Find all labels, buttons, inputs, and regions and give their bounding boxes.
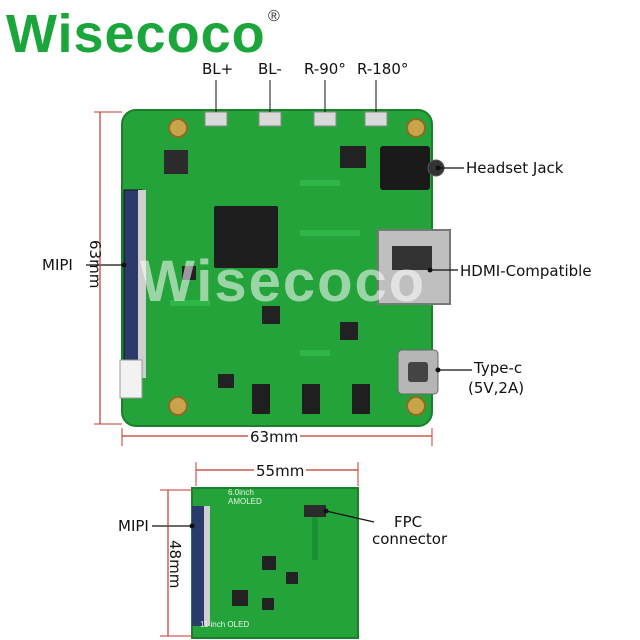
label-typec: Type-c xyxy=(474,359,523,377)
ic xyxy=(182,266,196,280)
ic xyxy=(262,306,280,324)
power-inductor xyxy=(302,384,320,414)
silk-top-2: AMOLED xyxy=(228,497,262,506)
jst-connector xyxy=(119,359,143,399)
ic xyxy=(340,322,358,340)
button-bl-plus xyxy=(204,111,228,127)
mount-hole xyxy=(406,396,426,416)
dim-adapter-width: 55mm xyxy=(254,462,307,480)
brand-logo: Wisecoco xyxy=(6,4,266,64)
power-inductor xyxy=(352,384,370,414)
ic xyxy=(340,146,366,168)
inductor xyxy=(164,150,188,174)
label-typec-power: (5V,2A) xyxy=(468,379,525,397)
label-fpc-connector: connector xyxy=(372,530,448,548)
label-bl-plus: BL+ xyxy=(202,60,234,78)
label-r90: R-90° xyxy=(304,60,346,78)
dim-main-width: 63mm xyxy=(248,428,301,446)
ic xyxy=(218,374,234,388)
mipi-connector-latch xyxy=(138,190,146,378)
main-chip xyxy=(214,206,278,268)
button-r90 xyxy=(313,111,337,127)
label-fpc: FPC xyxy=(394,513,423,531)
dim-adapter-height: 48mm xyxy=(166,540,184,589)
silk-top-1: 6.0inch xyxy=(228,488,254,497)
mount-hole xyxy=(406,118,426,138)
label-bl-minus: BL- xyxy=(258,60,282,78)
label-headset-jack: Headset Jack xyxy=(466,159,564,177)
label-r180: R-180° xyxy=(357,60,409,78)
label-mipi: MIPI xyxy=(42,256,73,274)
label-hdmi: HDMI-Compatible xyxy=(460,262,592,280)
label-adapter-mipi: MIPI xyxy=(118,517,149,535)
mount-hole xyxy=(168,118,188,138)
adapter-mipi-connector xyxy=(192,506,206,626)
registered-mark: ® xyxy=(268,8,280,25)
button-bl-minus xyxy=(258,111,282,127)
mount-hole xyxy=(168,396,188,416)
fpc-connector xyxy=(304,505,326,517)
button-r180 xyxy=(364,111,388,127)
dim-main-height: 63mm xyxy=(86,240,104,289)
hdmi-port xyxy=(377,229,451,305)
power-inductor xyxy=(252,384,270,414)
silk-bottom: 11 inch OLED xyxy=(200,620,250,629)
watermark: Wisecoco xyxy=(140,249,427,314)
headset-jack xyxy=(380,146,430,190)
leader-fpc xyxy=(325,510,375,523)
